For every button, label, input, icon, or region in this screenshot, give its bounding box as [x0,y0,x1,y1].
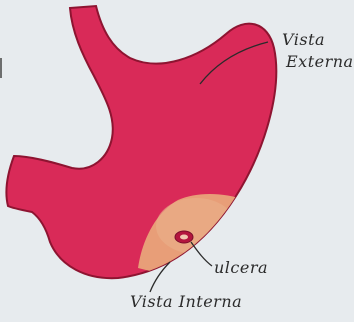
ulcer-label: ulcera [214,260,268,276]
stomach-shape [6,6,276,278]
internal-view-label: Vista Interna [130,294,242,310]
external-view-label-line2: Externa [286,54,354,70]
ulcer-leader [191,242,212,266]
external-view-label-line1: Vista [282,32,325,48]
